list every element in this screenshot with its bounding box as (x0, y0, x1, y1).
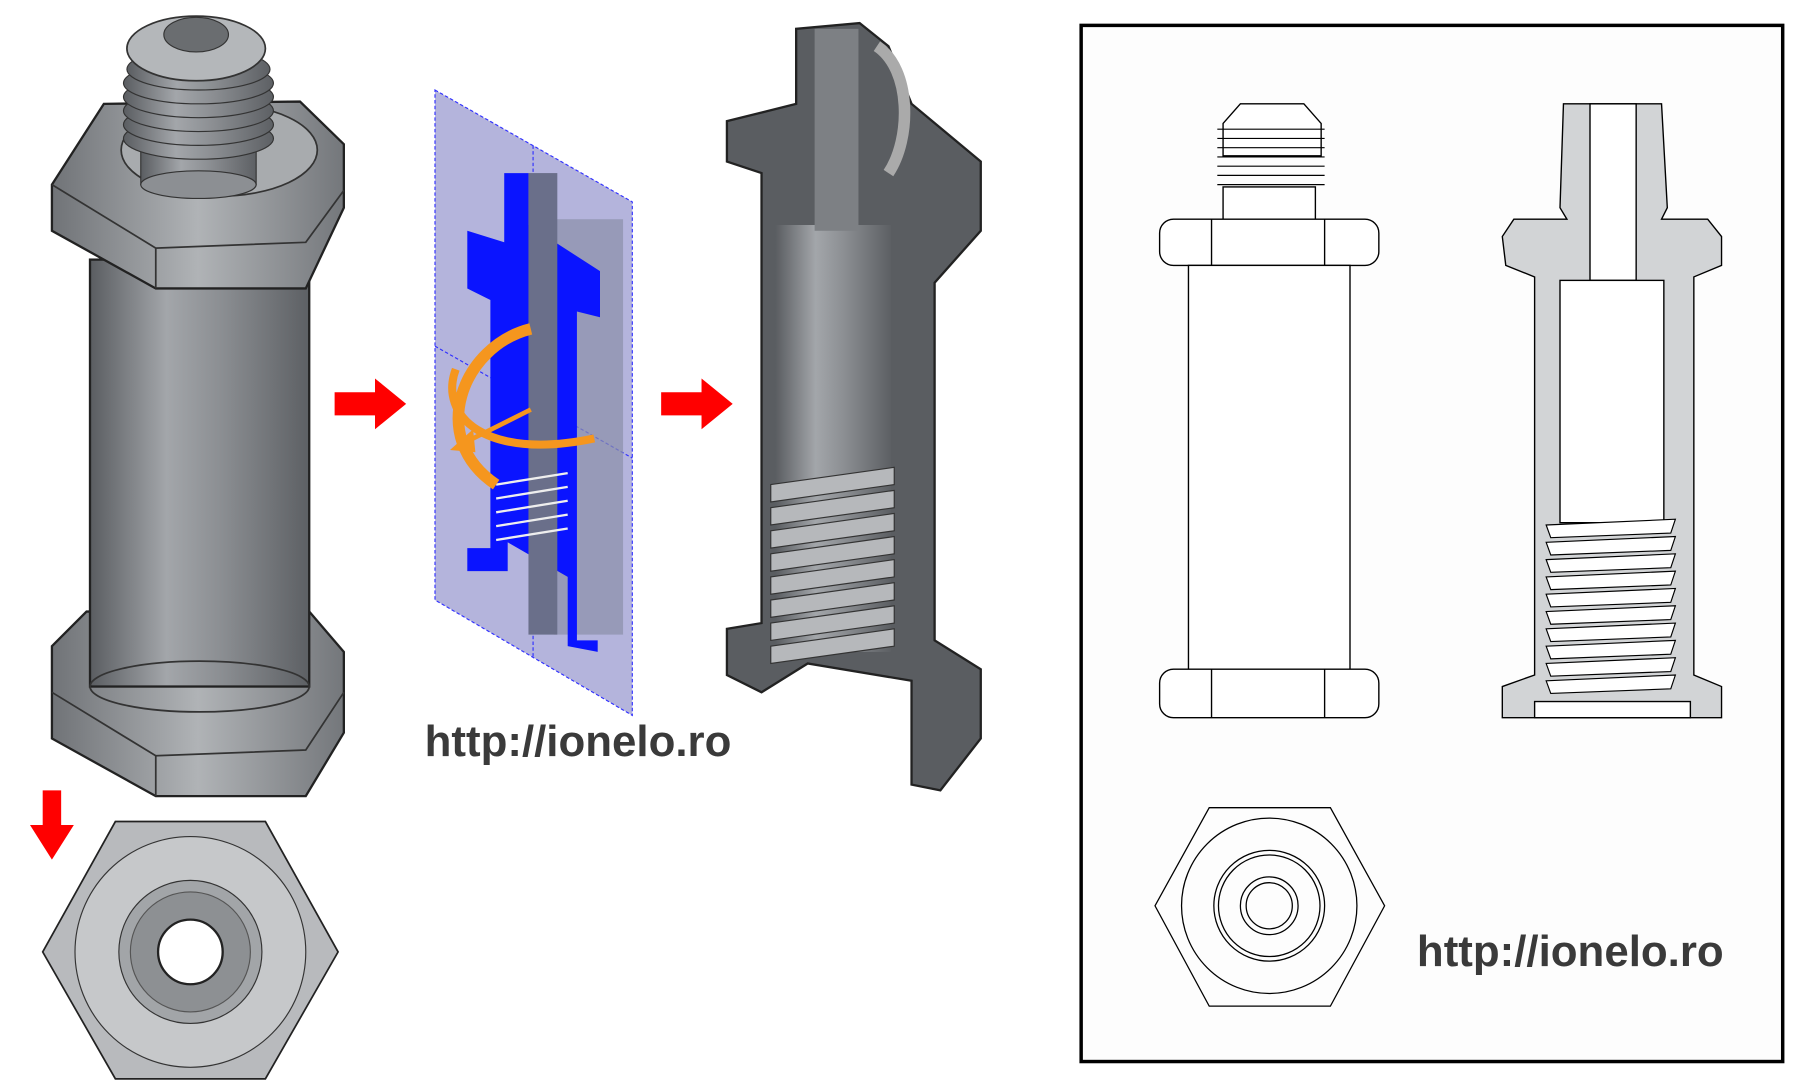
red-arrow-right-2 (661, 378, 733, 430)
section-view (1501, 103, 1723, 719)
top-view (1154, 807, 1386, 1007)
internal-threads (770, 466, 895, 665)
red-arrow-down (30, 790, 74, 860)
watermark-sheet: http://ionelo.ro (1417, 927, 1724, 976)
bottom-view (41, 820, 340, 1080)
isometric-part-view (50, 15, 345, 798)
front-view (1158, 103, 1380, 719)
drawing-sheet: http://ionelo.ro (1079, 23, 1785, 1064)
red-arrow-right-1 (334, 378, 407, 430)
section-plane-view (434, 89, 633, 717)
watermark-center: http://ionelo.ro (425, 717, 732, 766)
cutaway-view (725, 21, 982, 792)
